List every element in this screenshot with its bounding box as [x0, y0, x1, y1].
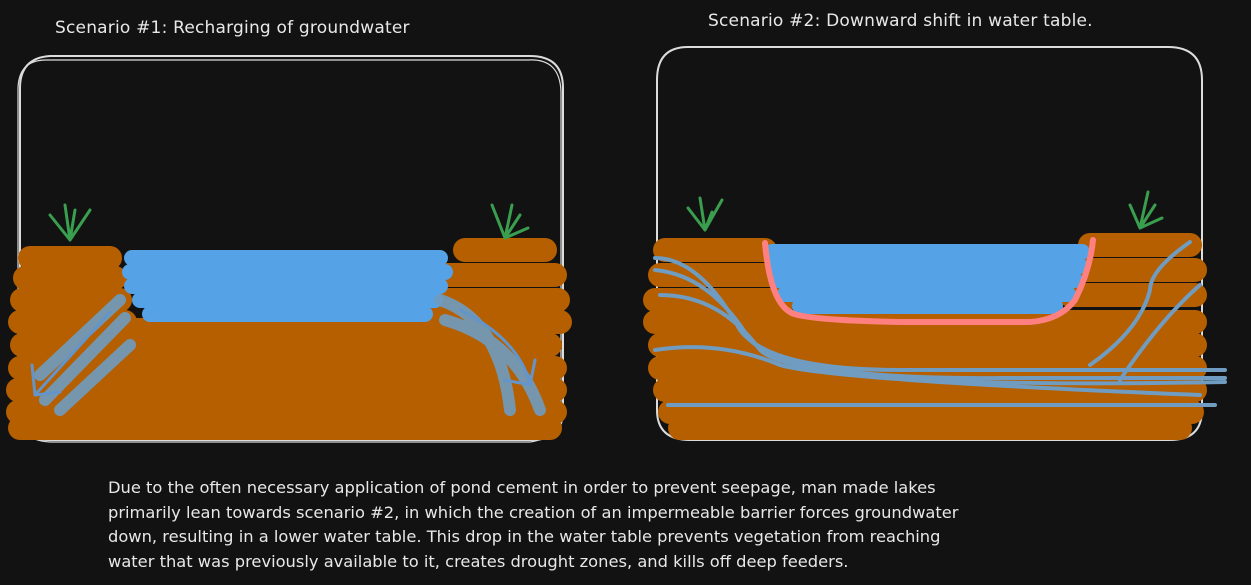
scenario1-soil — [6, 238, 572, 440]
caption-line: down, resulting in a lower water table. … — [108, 527, 941, 546]
scenario2-water — [764, 244, 1090, 314]
scenario2-impermeable-barrier — [762, 237, 1096, 325]
caption-line: primarily lean towards scenario #2, in w… — [108, 502, 959, 522]
plant-icon — [686, 190, 1164, 232]
scenario2-title: Scenario #2: Downward shift in water tab… — [708, 11, 1093, 31]
caption-line: water that was previously available to i… — [108, 551, 849, 571]
scenario1-seepage-arrows — [30, 294, 546, 416]
scenario1-water — [122, 250, 453, 322]
scenario1-title: Scenario #1: Recharging of groundwater — [55, 18, 410, 38]
plant-icon — [48, 203, 530, 242]
caption-text: Due to the often necessary application o… — [108, 476, 958, 574]
caption-line: Due to the often necessary application o… — [108, 478, 936, 497]
scenario2-groundwater-lines — [653, 240, 1227, 407]
